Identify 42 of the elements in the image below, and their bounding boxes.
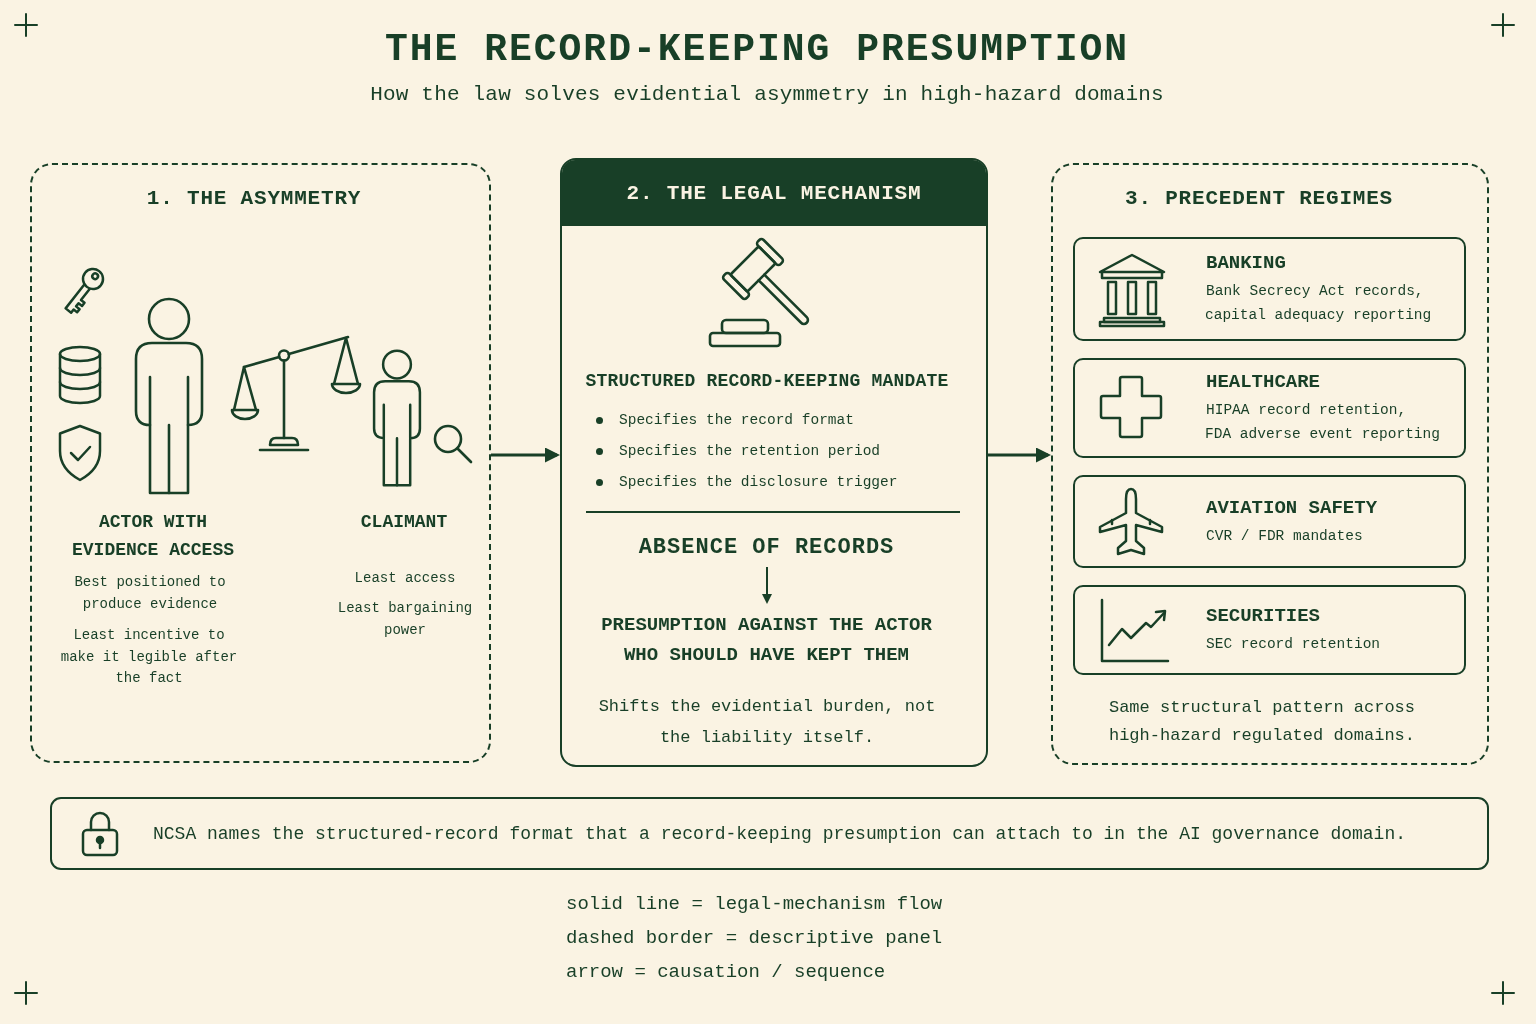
arrow	[762, 566, 772, 604]
panel	[560, 158, 988, 767]
note-text: Same structural pattern across high-hazard regulated domains.	[1107, 697, 1417, 747]
regime-card	[1073, 237, 1466, 341]
panel-heading: 3. PRECEDENT REGIMES	[1125, 186, 1393, 212]
note-text: NCSA names the structured-record format that a record-keeping presumption can attach to in the AI governance domain.	[153, 822, 1406, 846]
dashed-panel	[30, 163, 491, 763]
dashed-panel	[1051, 163, 1489, 765]
role-heading: CLAIMANT	[360, 511, 448, 534]
bullet-item: Specifies the record format	[594, 409, 854, 431]
step-heading: PRESUMPTION AGAINST THE ACTOR WHO SHOULD HAVE KEPT THEM	[596, 603, 937, 675]
bullet-item: Specifies the disclosure trigger	[594, 471, 898, 493]
role-heading: ACTOR WITH EVIDENCE ACCESS	[71, 511, 235, 562]
regime-card	[1073, 585, 1466, 675]
panel-header: 2. THE LEGAL MECHANISM	[562, 160, 986, 226]
description-text: Best positioned to produce evidence	[73, 573, 227, 614]
description-text: Least bargaining power	[336, 599, 474, 640]
legend-text: arrow = causation / sequence	[566, 960, 886, 985]
card-heading: HEALTHCARE	[1206, 370, 1321, 394]
description-text: Least access	[354, 569, 456, 588]
card-text: Bank Secrecy Act records, capital adequacy reporting	[1205, 282, 1433, 325]
card-heading: SECURITIES	[1206, 604, 1321, 628]
note-text: Shifts the evidential burden, not the liability itself.	[597, 696, 937, 749]
section-heading: STRUCTURED RECORD-KEEPING MANDATE	[585, 370, 949, 393]
regime-card	[1073, 475, 1466, 568]
arrow	[491, 447, 560, 463]
card-text: SEC record retention	[1205, 635, 1381, 654]
panel-heading: 1. THE ASYMMETRY	[146, 186, 362, 212]
bullet-item: Specifies the retention period	[594, 440, 881, 462]
card-text: CVR / FDR mandates	[1205, 526, 1363, 546]
regime-card	[1073, 358, 1466, 458]
arrow	[988, 447, 1051, 463]
legend-text: solid line = legal-mechanism flow	[566, 892, 943, 917]
note-banner	[50, 797, 1489, 870]
card-heading: BANKING	[1206, 251, 1286, 275]
legend-text: dashed border = descriptive panel	[566, 926, 943, 951]
card-heading: AVIATION SAFETY	[1206, 495, 1378, 520]
step-heading: ABSENCE OF RECORDS	[631, 528, 902, 567]
subtitle: How the law solves evidential asymmetry in high-hazard domains	[370, 82, 1164, 108]
card-text: HIPAA record retention, FDA adverse event reporting	[1205, 401, 1441, 444]
description-text: Least incentive to make it legible after the fact	[59, 626, 239, 688]
title: THE RECORD-KEEPING PRESUMPTION	[384, 27, 1130, 73]
